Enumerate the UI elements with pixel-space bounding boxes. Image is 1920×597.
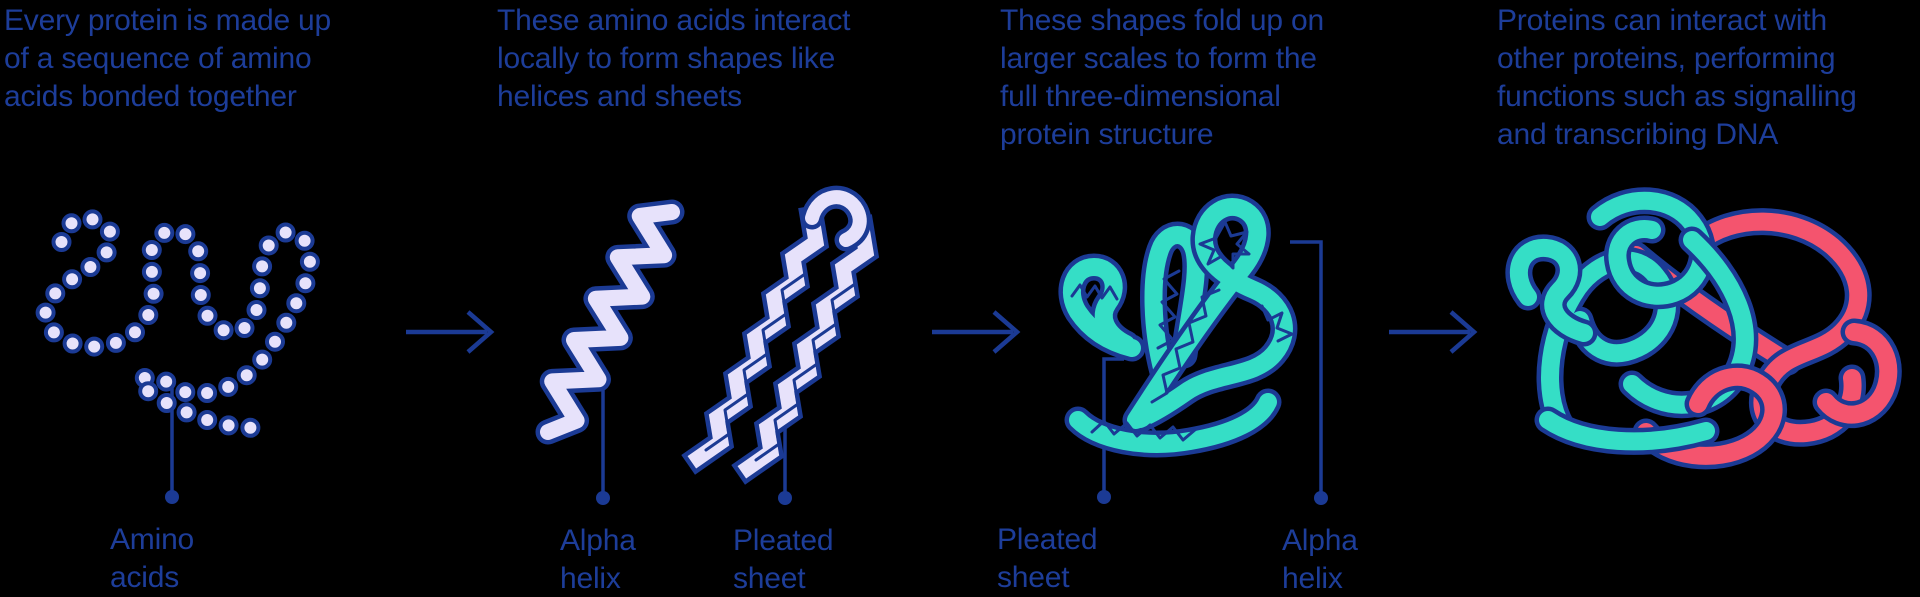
amino-acid-bead bbox=[236, 365, 257, 386]
amino-acid-bead bbox=[156, 393, 177, 413]
leader-line-alpha-helix-3 bbox=[1290, 240, 1323, 492]
stage-caption-local-shapes: These amino acids interact locally to fo… bbox=[497, 4, 851, 113]
amino-acid-bead bbox=[96, 242, 117, 263]
stage-caption-interaction: Proteins can interact with other protein… bbox=[1497, 4, 1857, 151]
amino-acid-bead bbox=[252, 256, 273, 277]
amino-acid-bead bbox=[197, 383, 218, 403]
amino-acid-chain-illustration bbox=[35, 209, 320, 438]
amino-acid-bead bbox=[258, 235, 279, 256]
amino-acid-bead bbox=[125, 322, 145, 343]
amino-acid-bead bbox=[265, 331, 285, 352]
amino-acid-bead bbox=[286, 293, 307, 314]
amino-acid-bead bbox=[275, 222, 296, 243]
alpha-helix-illustration bbox=[535, 199, 685, 445]
leader-dot-alpha-helix-3 bbox=[1314, 491, 1328, 505]
leader-dot-pleated-sheet-2 bbox=[778, 491, 792, 505]
amino-acid-bead bbox=[188, 241, 209, 262]
leader-dot-alpha-helix-2 bbox=[596, 491, 610, 505]
label-pleated-sheet-2: Pleated sheet bbox=[733, 524, 834, 595]
amino-acid-bead bbox=[35, 302, 56, 323]
amino-acid-bead bbox=[175, 382, 196, 403]
leader-dot-amino-acids bbox=[165, 490, 179, 504]
amino-acid-bead bbox=[190, 263, 211, 284]
amino-acid-bead bbox=[138, 305, 159, 325]
protein-complex-illustration bbox=[1505, 187, 1902, 470]
amino-acid-bead bbox=[80, 257, 101, 277]
amino-acid-bead bbox=[62, 333, 83, 354]
label-alpha-helix-2: Alpha helix bbox=[560, 524, 636, 595]
amino-acid-bead bbox=[218, 376, 239, 397]
leader-dot-pleated-sheet-3 bbox=[1097, 490, 1111, 504]
stage-caption-folding: These shapes fold up on larger scales to… bbox=[1000, 4, 1324, 151]
amino-acid-bead bbox=[234, 318, 255, 338]
amino-acid-bead bbox=[105, 332, 126, 353]
amino-acid-bead bbox=[45, 283, 66, 304]
amino-acid-bead bbox=[218, 415, 239, 436]
pleated-sheet-illustration bbox=[681, 185, 880, 485]
amino-acid-bead bbox=[141, 261, 162, 282]
amino-acid-bead bbox=[138, 381, 159, 402]
amino-acid-bead bbox=[299, 251, 320, 272]
amino-acid-bead bbox=[84, 336, 105, 357]
amino-acid-bead bbox=[156, 371, 177, 392]
amino-acid-bead bbox=[295, 273, 316, 294]
stage-caption-sequence: Every protein is made up of a sequence o… bbox=[4, 4, 332, 113]
amino-acid-bead bbox=[197, 410, 218, 430]
amino-acid-bead bbox=[240, 417, 261, 438]
amino-acid-bead bbox=[190, 285, 211, 305]
amino-acid-bead bbox=[141, 240, 162, 260]
amino-acid-bead bbox=[43, 322, 64, 343]
amino-acid-bead bbox=[154, 222, 175, 243]
arrow-right-icon bbox=[1389, 310, 1478, 354]
amino-acid-bead bbox=[213, 320, 234, 341]
label-alpha-helix-3: Alpha helix bbox=[1282, 524, 1358, 595]
amino-acid-bead bbox=[99, 221, 120, 242]
amino-acid-bead bbox=[276, 312, 297, 333]
flow-arrows bbox=[406, 310, 1478, 354]
arrow-right-icon bbox=[932, 310, 1021, 354]
arrow-right-icon bbox=[406, 310, 495, 354]
amino-acid-bead bbox=[294, 230, 315, 251]
amino-acid-bead bbox=[175, 224, 196, 245]
label-amino-acids: Amino acids bbox=[110, 523, 195, 594]
amino-acid-bead bbox=[249, 278, 270, 299]
amino-acid-bead bbox=[61, 213, 82, 234]
folded-protein-illustration bbox=[1058, 193, 1298, 458]
amino-acid-bead bbox=[176, 402, 197, 423]
amino-acid-bead bbox=[143, 283, 164, 304]
amino-acid-bead bbox=[51, 232, 72, 252]
amino-acid-bead bbox=[246, 300, 267, 320]
amino-acid-bead bbox=[197, 305, 218, 326]
amino-acid-bead bbox=[252, 349, 273, 370]
amino-acid-bead bbox=[62, 269, 83, 290]
amino-acid-bead bbox=[82, 209, 103, 230]
label-pleated-sheet-3: Pleated sheet bbox=[997, 523, 1098, 594]
